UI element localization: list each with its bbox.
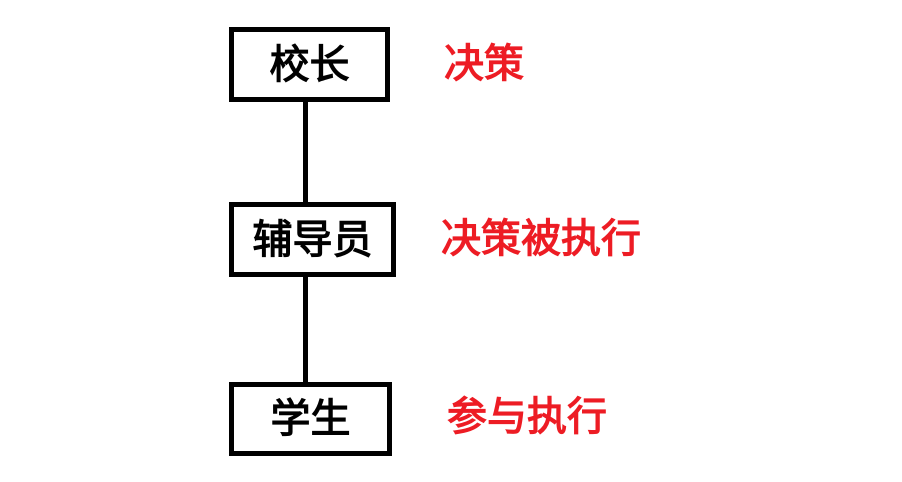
- node-label-counselor: 辅导员: [252, 217, 373, 262]
- flow-node-student: 学生: [229, 382, 392, 456]
- node-label-student: 学生: [270, 397, 351, 441]
- connector-line-top: [303, 101, 308, 203]
- annotation-decision: 决策: [444, 42, 524, 86]
- node-label-principal: 校长: [269, 42, 350, 87]
- annotation-decision-executed: 决策被执行: [441, 217, 641, 261]
- flow-node-principal: 校长: [229, 27, 390, 102]
- annotation-participate-execution: 参与执行: [447, 395, 607, 439]
- connector-line-bottom: [303, 276, 308, 383]
- flow-node-counselor: 辅导员: [229, 202, 396, 277]
